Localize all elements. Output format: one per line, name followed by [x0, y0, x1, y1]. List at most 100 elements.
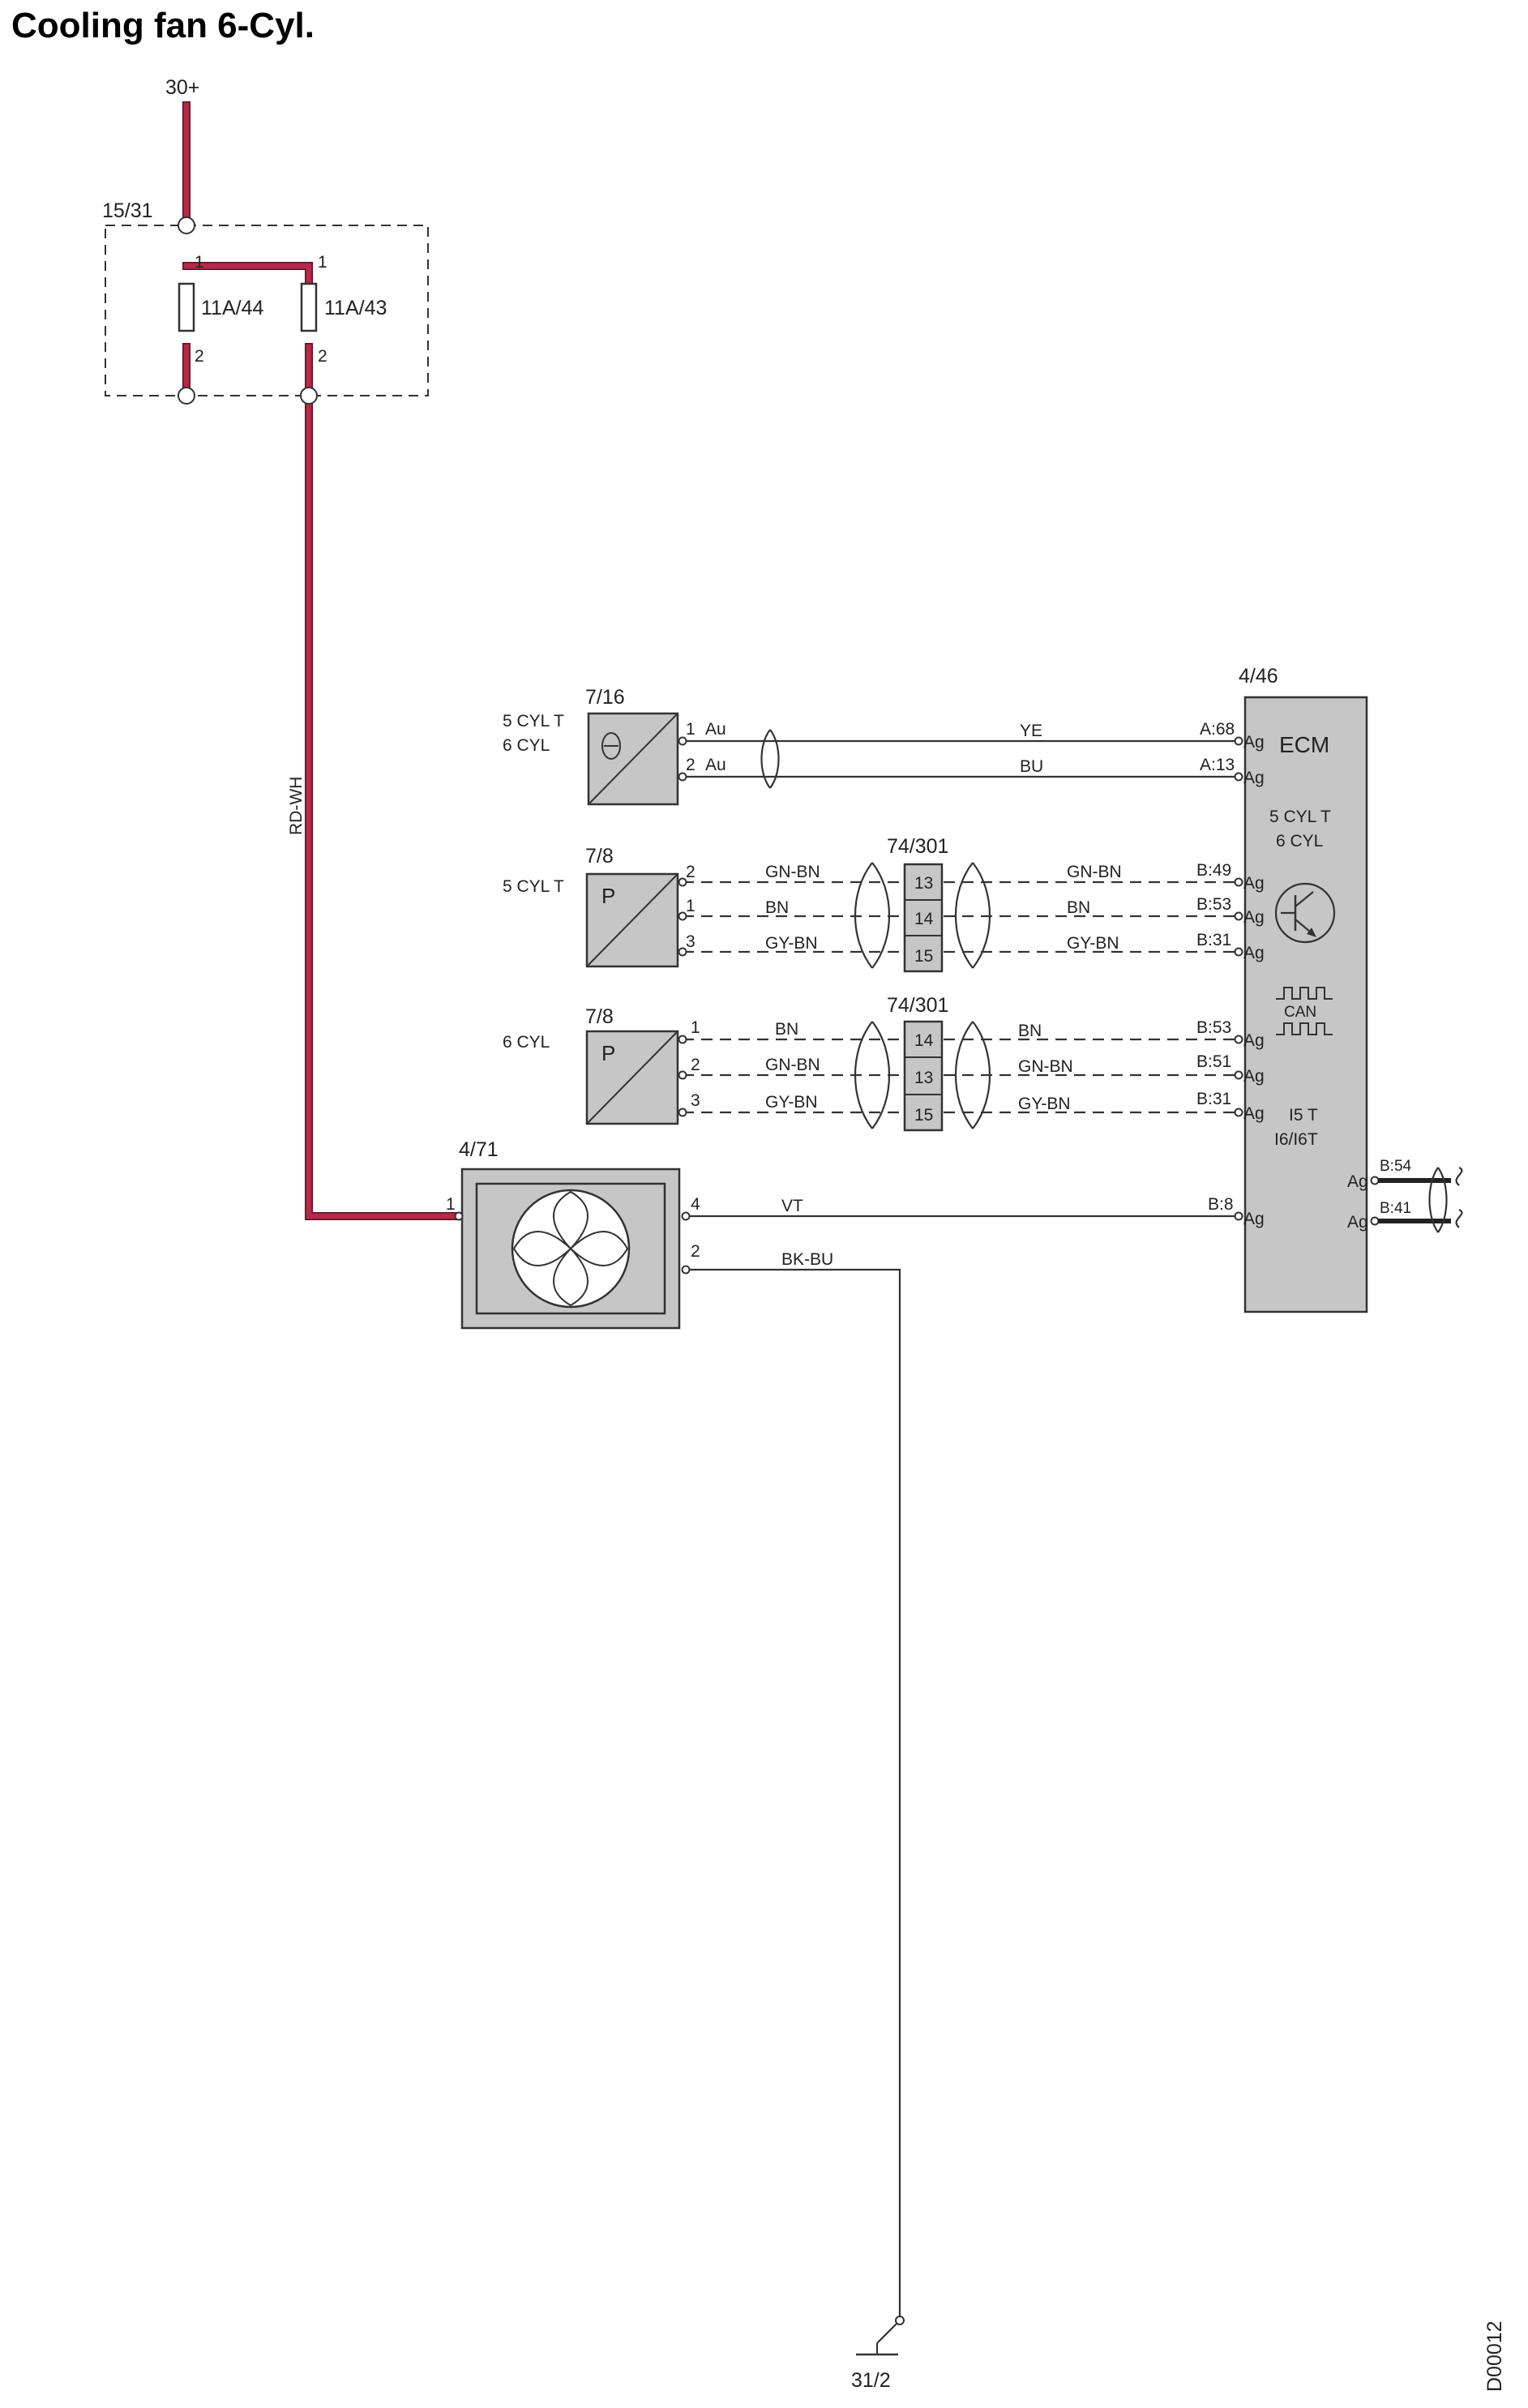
- supply-label: 30+: [165, 76, 199, 99]
- ecm-pin-type: Ag: [1243, 1210, 1265, 1228]
- wire-color: GN-BN: [765, 1056, 820, 1074]
- ecm-module: 4/46 ECM 5 CYL T 6 CYL CAN I5 T I6/I6T: [1239, 665, 1368, 1313]
- wire-color: BN: [765, 898, 789, 917]
- sensor-variant: 6 CYL: [503, 736, 550, 755]
- wire-color: GY-BN: [1067, 934, 1119, 953]
- ecm-pin-type: Ag: [1243, 874, 1265, 893]
- ecm-pin-label: A:13: [1200, 756, 1235, 774]
- connector-pin: 13: [914, 1069, 933, 1087]
- connector-pin: 14: [914, 910, 934, 928]
- connector-id: 74/301: [887, 994, 948, 1017]
- wire-color: BN: [1018, 1022, 1042, 1040]
- fuse-box: 15/31: [102, 199, 429, 396]
- pin-number: 1: [691, 1018, 700, 1037]
- pin-number: 2: [691, 1056, 700, 1074]
- fuse-43-output-terminal: [300, 387, 318, 405]
- ground-id: 31/2: [851, 2369, 891, 2392]
- sensor-7-8-5cyl: 5 CYL T 7/8 P: [503, 845, 679, 968]
- wire-color: BU: [1020, 757, 1043, 776]
- pin-number: 3: [691, 1091, 700, 1110]
- wire-color: GY-BN: [765, 934, 818, 953]
- fuse-box-id: 15/31: [102, 199, 153, 222]
- sensor-variant: 5 CYL T: [503, 712, 564, 731]
- ecm-pin-type: Ag: [1243, 769, 1265, 787]
- ecm-pin-label: B:53: [1196, 895, 1231, 914]
- wire-color: GN-BN: [1067, 863, 1122, 881]
- cooling-fan-4-71: 4/71 1: [446, 1138, 681, 1330]
- fuse-label: 11A/43: [324, 297, 387, 319]
- ecm-variant: 6 CYL: [1276, 832, 1323, 851]
- connector-pin: 14: [914, 1031, 934, 1050]
- ecm-bottom-label: I5 T: [1289, 1106, 1318, 1125]
- wire-break-icon: [1455, 1167, 1463, 1186]
- can-pin-label: B:54: [1380, 1158, 1412, 1175]
- sensor-id: 7/16: [585, 686, 625, 709]
- supply-wire-color: RD-WH: [287, 777, 306, 835]
- fuse-label: 11A/44: [201, 297, 263, 319]
- ecm-pin-type: Ag: [1243, 1104, 1265, 1123]
- sensor-7-8-6cyl-wires: 1 2 3 BN GN-BN GY-BN BN GN-BN GY-BN B:53…: [678, 1018, 1235, 1129]
- sensor-id: 7/8: [585, 1005, 614, 1028]
- document-id: D00012: [1483, 2320, 1506, 2392]
- transistor-icon: [1274, 882, 1336, 944]
- sensor-7-16: 5 CYL T 6 CYL 7/16: [503, 686, 679, 806]
- wire-break-icon: [1455, 1209, 1463, 1228]
- connector-id: 74/301: [887, 835, 948, 858]
- wire-color: GY-BN: [765, 1093, 818, 1112]
- ecm-pins: Ag Ag Ag Ag Ag Ag Ag Ag Ag Ag Ag: [1234, 733, 1380, 1232]
- wire-color: YE: [1020, 722, 1042, 740]
- fuse-pin-out: 2: [318, 347, 327, 366]
- ecm-pin-label: B:31: [1196, 931, 1231, 949]
- wire-color: GN-BN: [1018, 1057, 1073, 1076]
- fuse-pin-in: 1: [195, 253, 204, 272]
- ecm-variant: 5 CYL T: [1269, 808, 1331, 826]
- fuse-11a-44: 11A/44 1 2: [178, 253, 263, 366]
- pin-number: 2: [686, 863, 696, 881]
- can-label: CAN: [1284, 1004, 1316, 1021]
- sensor-7-8-6cyl: 6 CYL 7/8 P: [503, 1005, 679, 1125]
- ecm-pin-label: B:8: [1208, 1195, 1234, 1214]
- connector-74-301-b: 74/301 14 13 15: [887, 994, 948, 1132]
- sensor-variant: 5 CYL T: [503, 877, 564, 896]
- ecm-name: ECM: [1279, 732, 1329, 757]
- ecm-pin-label: B:51: [1196, 1052, 1231, 1071]
- ecm-pin-type: Ag: [1243, 1031, 1265, 1050]
- connector-pin: 15: [914, 1106, 933, 1125]
- wire-color: BN: [775, 1020, 798, 1039]
- fan-id: 4/71: [459, 1138, 499, 1161]
- fan-pin: 2: [691, 1242, 700, 1261]
- pin-number: 2: [686, 756, 696, 774]
- diagram-title: Cooling fan 6-Cyl.: [11, 6, 315, 45]
- fuse-box-input-terminal: [178, 216, 195, 234]
- sensor-7-8-5cyl-wires: 2 1 3 GN-BN BN GY-BN GN-BN BN GY-BN B:49…: [678, 861, 1235, 969]
- ecm-pin-label: B:49: [1196, 861, 1231, 880]
- sensor-7-16-wires: 1 Au 2 Au YE BU A:68 A:13: [678, 720, 1235, 789]
- wire-color: GY-BN: [1018, 1095, 1071, 1113]
- can-bus: B:54 B:41: [1378, 1158, 1463, 1233]
- fuse-pin-out: 2: [195, 347, 204, 366]
- ecm-pin-label: A:68: [1200, 720, 1235, 739]
- connector-pin: 13: [914, 874, 933, 893]
- thermistor-icon: [601, 732, 621, 760]
- ecm-pin-label: B:31: [1196, 1090, 1231, 1108]
- twisted-wires-icon: [854, 862, 890, 969]
- power-wires: [182, 101, 463, 1220]
- ecm-bottom-label: I6/I6T: [1274, 1130, 1318, 1149]
- ecm-pin-type: Ag: [1243, 908, 1265, 927]
- connector-pin: 15: [914, 947, 933, 966]
- fan-pin: 4: [691, 1195, 700, 1214]
- twisted-pair-icon: [760, 729, 780, 789]
- twisted-wires-icon: [955, 1021, 991, 1129]
- fuse-11a-43: 11A/43 1 2: [300, 253, 387, 366]
- ecm-pin-type: Ag: [1243, 944, 1265, 962]
- can-signal-icon: CAN: [1276, 987, 1333, 1035]
- wire-color: BK-BU: [781, 1250, 833, 1269]
- connector-74-301-a: 74/301 13 14 15: [887, 835, 948, 973]
- pressure-symbol: P: [601, 1041, 615, 1065]
- twisted-wires-icon: [854, 1021, 890, 1129]
- twisted-wires-icon: [955, 862, 991, 969]
- pin-number: 3: [686, 932, 696, 951]
- twisted-pair-icon: [1428, 1167, 1448, 1233]
- fuse-44-output-terminal: [178, 387, 195, 405]
